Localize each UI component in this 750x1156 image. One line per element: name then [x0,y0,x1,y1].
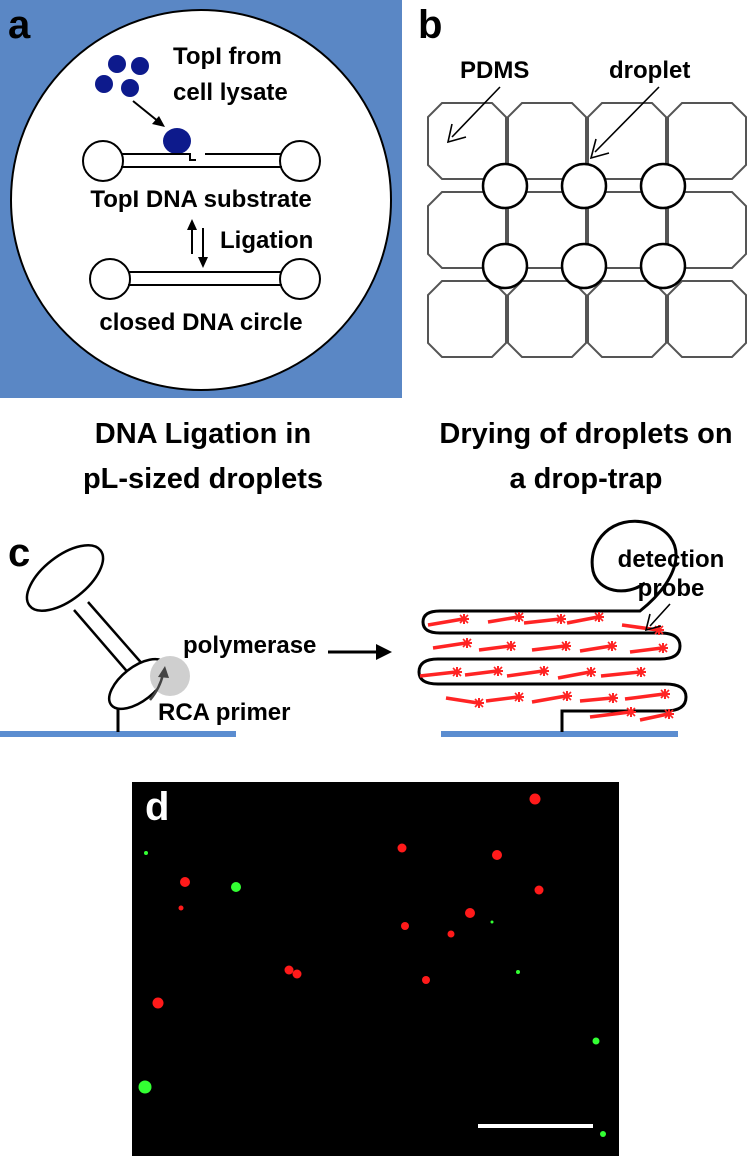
label-primer: RCA primer [158,699,290,726]
trap-well-octagon-icon [667,102,747,180]
red-fluorescent-spot [284,965,294,975]
green-fluorescent-spot [600,1131,606,1137]
detection-probe-icon [485,692,524,703]
droplet-pointer-arrow-icon [589,86,660,160]
detection-probe-layer [419,612,674,722]
drop-trap-grid [427,102,747,358]
droplet-icon [560,162,608,210]
droplet-grid [481,162,687,290]
panel-d-letter: d [145,785,169,829]
panel-b-caption-line1: Drying of droplets on [439,418,732,450]
red-fluorescent-spot [178,905,184,911]
detection-probe-icon [523,614,566,625]
label-polymerase: polymerase [183,632,316,659]
rca-product-coil-icon [417,519,688,732]
probe-pointer-arrow-icon [644,603,671,632]
micrograph-background [132,782,619,1156]
label-substrate: TopI DNA substrate [90,186,311,213]
red-fluorescent-spot [180,877,190,887]
topi-enzyme-icon [95,55,191,154]
green-fluorescent-spot [138,1080,152,1094]
detection-probe-icon [624,689,670,701]
panel-b-caption-line2: a drop-trap [509,463,662,495]
pdms-pointer-arrow-icon [446,86,501,144]
enzyme-binding-arrow-icon [132,100,165,127]
process-arrow-icon [328,644,392,660]
panel-a-caption-line1: DNA Ligation in [95,418,311,450]
label-circle: closed DNA circle [99,309,302,336]
trap-well-octagon-icon [667,191,747,269]
label-topi-line2: cell lysate [173,79,288,106]
detection-probe-icon [487,612,524,624]
panel-c: c polymerase RCA primer detection probe [0,519,725,737]
green-fluorescent-spot [516,970,520,974]
red-fluorescent-spot [529,793,541,805]
detection-probe-icon [445,696,484,708]
panel-d: d [132,782,619,1156]
detection-probe-icon [566,612,604,625]
panel-b: b PDMS droplet Drying of droplets on a d… [418,3,747,495]
droplet-icon [560,242,608,290]
detection-probe-icon [419,667,462,678]
red-fluorescent-spot [152,997,164,1009]
green-fluorescent-spot [231,882,241,892]
detection-probe-icon [579,693,618,703]
red-fluorescent-spot [401,922,409,930]
detection-probe-icon [464,666,503,677]
panel-a: a TopI from cell lysate TopI DNA substra… [0,0,402,495]
red-fluorescent-spot [292,969,302,979]
detection-probe-icon [432,638,472,650]
red-fluorescent-spot [422,976,430,984]
panel-c-letter: c [8,531,30,575]
dna-substrate-icon [82,140,321,182]
label-topi-line1: TopI from [173,43,282,70]
trap-well-octagon-icon [507,280,587,358]
label-probe-line1: detection [618,546,725,573]
green-fluorescent-spot [144,851,148,855]
detection-probe-icon [506,666,549,678]
closed-dna-circle-icon [89,258,321,300]
detection-probe-icon [531,691,572,704]
ligation-arrows-icon [187,219,208,268]
red-fluorescent-spot [492,850,502,860]
detection-probe-icon [639,709,674,722]
label-ligation: Ligation [220,227,313,254]
red-fluorescent-spot [534,885,544,895]
polymerase-direction-arrow-icon [149,666,169,701]
trap-well-octagon-icon [667,280,747,358]
panel-b-letter: b [418,3,442,47]
green-fluorescent-spot [490,920,494,924]
red-fluorescent-spot [397,843,407,853]
micrograph-spots [138,793,606,1137]
detection-probe-icon [579,641,617,653]
detection-probe-icon [427,614,469,627]
label-droplet: droplet [609,57,690,84]
panel-a-letter: a [8,3,31,47]
label-probe-line2: probe [638,575,705,602]
detection-probe-icon [531,641,571,652]
label-pdms: PDMS [460,57,529,84]
droplet-icon [481,162,529,210]
detection-probe-icon [478,641,516,652]
detection-probe-icon [557,667,596,680]
trap-well-octagon-icon [587,280,667,358]
trap-well-octagon-icon [427,280,507,358]
green-fluorescent-spot [592,1037,600,1045]
left-dumbbell-icon [25,544,169,711]
droplet-icon [481,242,529,290]
red-fluorescent-spot [465,908,475,918]
droplet-icon [639,162,687,210]
detection-probe-icon [629,643,668,654]
detection-probe-icon [600,667,646,678]
red-fluorescent-spot [447,930,455,938]
panel-a-caption-line2: pL-sized droplets [83,463,323,495]
detection-probe-icon [589,707,636,719]
droplet-icon [639,242,687,290]
